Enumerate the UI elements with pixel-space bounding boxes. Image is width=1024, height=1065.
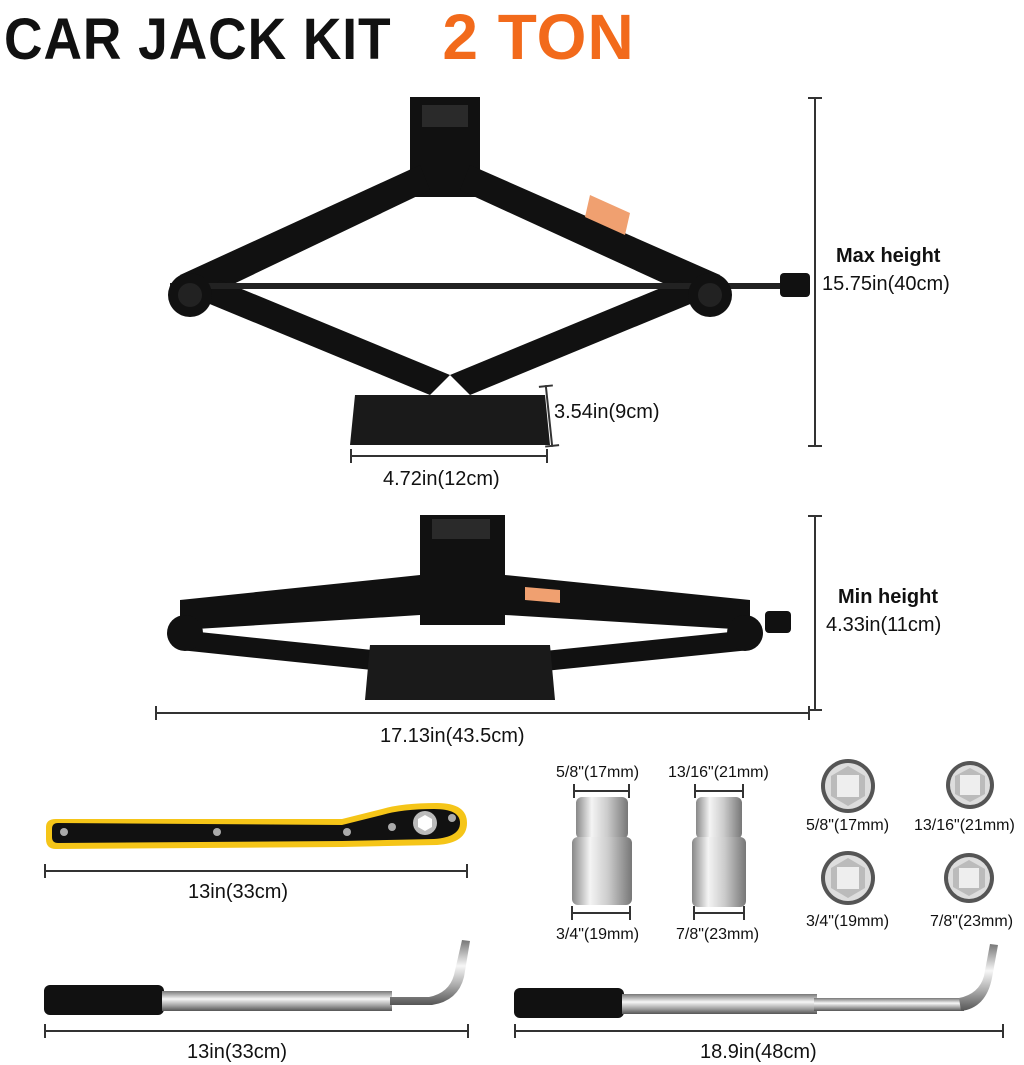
socket-top-17-label: 5/8"(17mm) (806, 817, 890, 834)
socket-top-19-label: 3/4"(19mm) (806, 913, 890, 930)
ratchet-wrench-image (46, 803, 467, 849)
socket1-bottom-size: 3/4"(19mm) (556, 926, 640, 943)
scissor-jack-min-image (167, 515, 791, 700)
lug-long-dimension-line (514, 1024, 1004, 1038)
title-main: CAR JACK KIT (4, 7, 392, 72)
socket-top-21-label: 13/16"(21mm) (914, 817, 1015, 834)
socket2-top-line (694, 784, 744, 798)
title-highlight: 2 TON (442, 1, 635, 73)
socket-17-19-image (572, 797, 632, 905)
socket1-top-size: 5/8"(17mm) (556, 764, 640, 781)
socket2-bottom-line (693, 906, 745, 920)
socket2-top-size: 13/16"(21mm) (668, 764, 769, 781)
max-height-label: Max height (836, 245, 941, 267)
min-height-dimension-line (808, 515, 822, 711)
lug-short-dimension-line (44, 1024, 469, 1038)
ratchet-length-dimension-line (44, 864, 468, 878)
socket2-bottom-size: 7/8"(23mm) (676, 926, 760, 943)
socket-top-19-image (821, 851, 875, 905)
product-title: CAR JACK KIT 2 TON (4, 2, 635, 75)
max-height-dimension-line (808, 97, 822, 447)
socket1-top-line (573, 784, 630, 798)
socket-21-23-image (692, 797, 746, 907)
socket-top-21-image (946, 761, 994, 809)
jack-length-value: 17.13in(43.5cm) (380, 725, 525, 747)
socket1-bottom-line (571, 906, 631, 920)
min-height-label: Min height (838, 586, 938, 608)
ratchet-length-value: 13in(33cm) (188, 881, 289, 903)
lug-wrench-short-image (44, 940, 470, 1015)
socket-top-23-image (944, 853, 994, 903)
jack-length-dimension-line (155, 706, 810, 720)
lug-wrench-long-image (514, 944, 998, 1018)
base-width-dimension-line (350, 449, 548, 463)
base-height-value: 3.54in(9cm) (554, 401, 660, 423)
scissor-jack-max-image (168, 97, 810, 445)
lug-short-length-value: 13in(33cm) (187, 1041, 288, 1063)
base-width-value: 4.72in(12cm) (383, 468, 500, 490)
min-height-value: 4.33in(11cm) (826, 614, 942, 636)
socket-top-17-image (821, 759, 875, 813)
socket-top-23-label: 7/8"(23mm) (930, 913, 1014, 930)
max-height-value: 15.75in(40cm) (822, 273, 950, 295)
lug-long-length-value: 18.9in(48cm) (700, 1041, 817, 1063)
